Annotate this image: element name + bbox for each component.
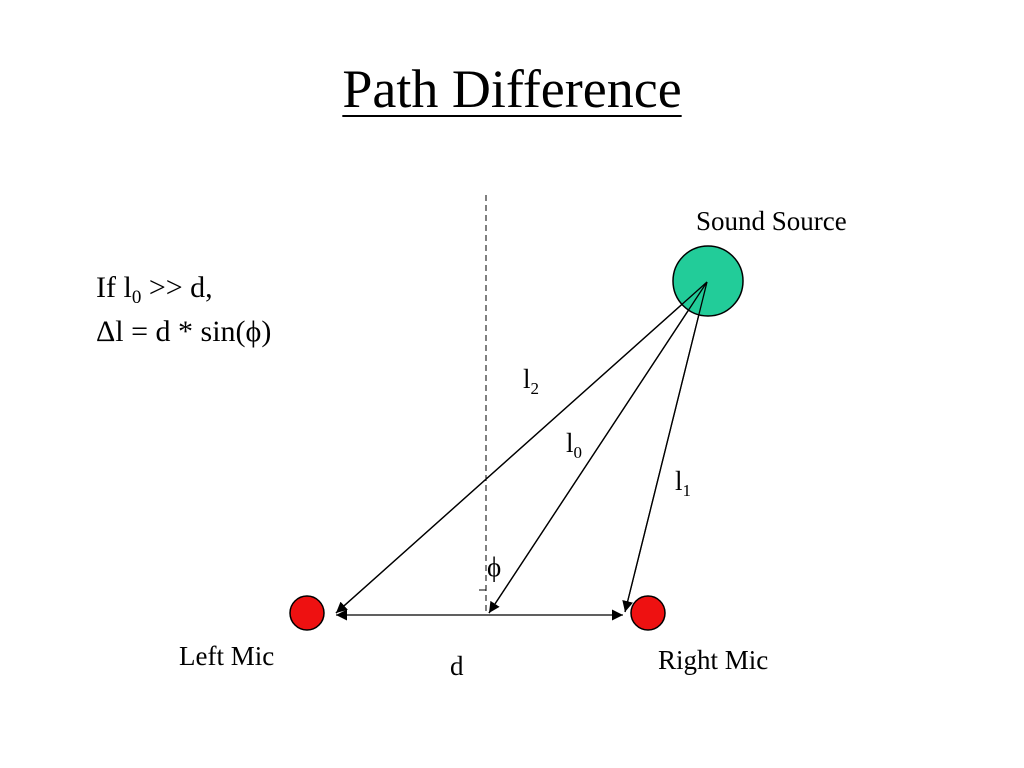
- sound-source-circle: [672, 245, 744, 317]
- path-l2-label: l2: [523, 364, 539, 398]
- condition-line-1-suffix: >> d,: [141, 271, 213, 304]
- baseline-d-label: d: [450, 651, 464, 681]
- path-l0-label-sub: 0: [573, 443, 583, 462]
- left-mic-label: Left Mic: [179, 641, 275, 671]
- path-l1-over-source: [624, 281, 708, 613]
- angle-phi-label: ϕ: [487, 552, 502, 582]
- condition-line-1-prefix: If l: [96, 271, 132, 304]
- condition-line-1-subscript: 0: [131, 287, 142, 308]
- sound-source-label: Sound Source: [696, 206, 847, 236]
- path-l2-label-sub: 2: [530, 379, 540, 398]
- path-l1-label-sub: 1: [682, 481, 692, 500]
- condition-text: If l0 >> d, Δl = d * sin(ϕ): [96, 266, 271, 354]
- path-l0-label: l0: [566, 428, 582, 462]
- path-l0-label-base: l: [566, 428, 574, 458]
- path-l0-over-source: [488, 281, 708, 614]
- right-mic-label: Right Mic: [658, 645, 769, 675]
- path-l1-label-base: l: [675, 466, 683, 496]
- right-mic-circle: [630, 595, 666, 631]
- slide-title: Path Difference: [0, 58, 1024, 120]
- path-l1-label: l1: [675, 466, 691, 500]
- path-l2-label-base: l: [523, 364, 531, 394]
- path-l2-over-source: [335, 281, 708, 614]
- left-mic-circle: [289, 595, 325, 631]
- condition-line-1: If l0 >> d,: [96, 266, 271, 310]
- condition-line-2: Δl = d * sin(ϕ): [96, 315, 272, 348]
- slide-title-text: Path Difference: [342, 59, 682, 119]
